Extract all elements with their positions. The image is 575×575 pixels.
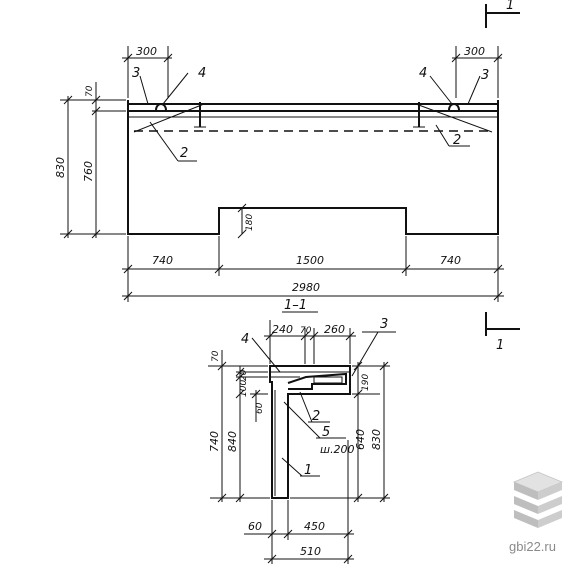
top-rebar-hook (287, 372, 347, 390)
watermark-logo (512, 471, 564, 528)
lifting-loop-right (448, 103, 460, 111)
marker-2-left: 2 (180, 146, 188, 161)
dim-section-100: 100 (239, 380, 249, 397)
dim-section-640: 640 (354, 429, 367, 450)
marker-2-right: 2 (453, 133, 461, 148)
dim-top-left: 300 (136, 45, 157, 58)
dim-height-total: 830 (54, 157, 67, 178)
dim-seg-right: 740 (440, 254, 461, 267)
elevation-view: 3 4 2 4 3 2 300 300 830 (54, 45, 504, 302)
beam-outline (127, 100, 499, 235)
marker-2-section: 2 (312, 409, 320, 424)
dim-section-70: 70 (211, 350, 221, 362)
dim-height-wall: 760 (82, 161, 95, 182)
dim-section-830: 830 (370, 429, 383, 450)
marker-4-section: 4 (241, 332, 249, 347)
dim-section-20: 20 (239, 369, 249, 381)
dim-top-right: 300 (464, 45, 485, 58)
marker-3-section: 3 (380, 317, 388, 332)
dim-seg-left: 740 (152, 254, 173, 267)
dim-section-60: 60 (255, 402, 265, 414)
section-cut-marker-bottom: 1 (485, 312, 520, 353)
dim-section-b510: 510 (300, 545, 321, 558)
marker-4-left: 4 (198, 66, 206, 81)
section-title: 1–1 (284, 298, 307, 313)
dim-section-top-b: 70 (300, 326, 312, 336)
section-outline (269, 365, 351, 499)
dim-section-b60: 60 (248, 520, 262, 533)
watermark-text: gbi22.ru (509, 539, 556, 554)
marker-3-right: 3 (481, 68, 489, 83)
rebar-spacing-label: ш.200 (320, 443, 355, 456)
marker-3-left: 3 (132, 66, 140, 81)
bent-rod-right (415, 103, 493, 133)
cut-mark-label-bottom: 1 (496, 338, 504, 353)
cut-mark-label-top: 1 (506, 0, 514, 13)
section-cut-marker-top: 1 (485, 0, 520, 28)
dim-seg-mid: 1500 (296, 254, 324, 267)
dim-section-190: 190 (361, 374, 371, 391)
marker-5-section: 5 (322, 425, 330, 440)
dim-overall: 2980 (292, 281, 320, 294)
marker-1-section: 1 (304, 463, 312, 478)
section-view: 1–1 240 70 260 4 3 2 (208, 298, 396, 564)
marker-4-right: 4 (419, 66, 427, 81)
dim-section-top-a: 240 (272, 323, 293, 336)
dim-section-740: 740 (208, 431, 221, 452)
dim-notch-height: 180 (245, 214, 255, 231)
dim-section-840: 840 (226, 431, 239, 452)
lifting-loop-left (155, 103, 167, 111)
dim-height-top: 70 (85, 85, 95, 97)
bent-rod-left (133, 103, 205, 133)
dim-section-b450: 450 (304, 520, 325, 533)
dim-section-top-c: 260 (324, 323, 345, 336)
